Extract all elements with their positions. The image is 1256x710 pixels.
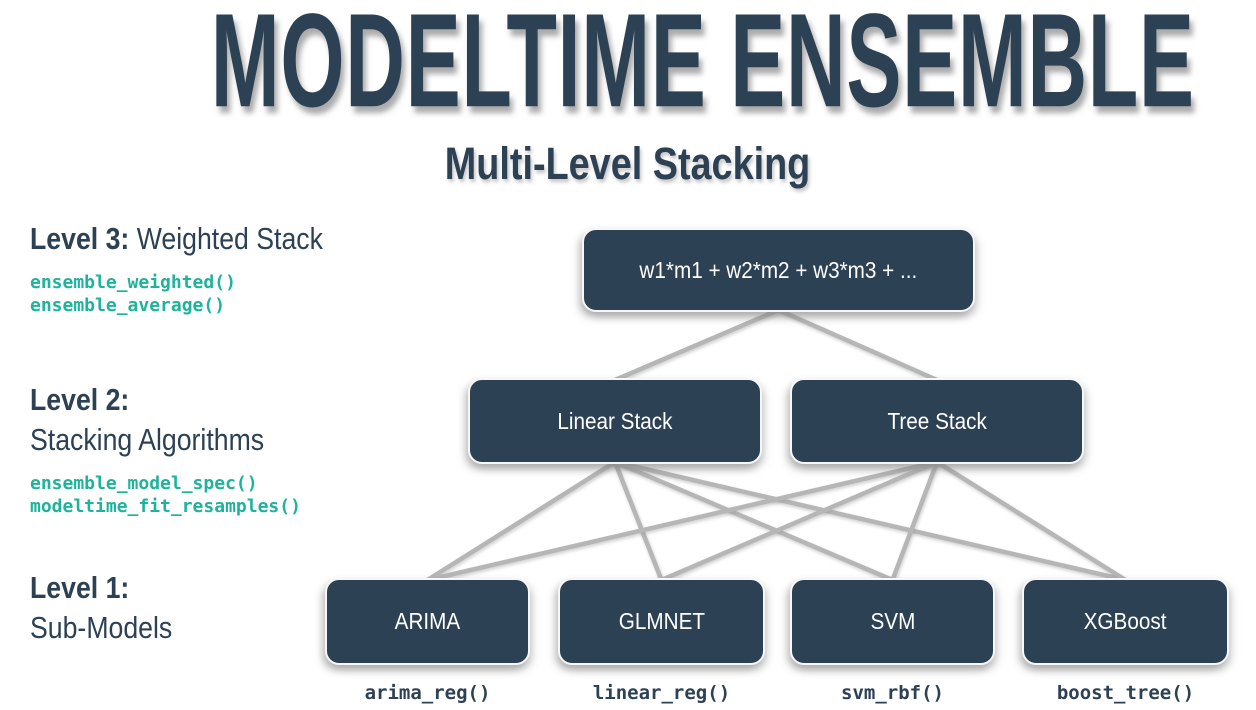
node-label-arima: ARIMA	[394, 608, 461, 634]
node-linear-stack: Linear Stack	[468, 378, 762, 464]
level-3-block: Level 3: Weighted Stack ensemble_weighte…	[30, 219, 371, 317]
level-2-label-line2: Stacking Algorithms	[30, 420, 302, 460]
level-3-label-bold: Level 3:	[30, 221, 130, 256]
fn-label-glmnet: linear_reg()	[592, 682, 731, 704]
page-title-text: MODELTIME ENSEMBLE	[210, 0, 1195, 136]
fn-label-xgboost: boost_tree()	[1056, 682, 1195, 704]
node-arima: ARIMA	[325, 578, 530, 665]
node-label-tree-stack: Tree Stack	[887, 407, 987, 434]
level-3-label: Level 3: Weighted Stack	[30, 219, 371, 259]
level-3-functions: ensemble_weighted() ensemble_average()	[30, 271, 371, 317]
level-2-label-bold: Level 2:	[30, 382, 130, 417]
level-1-label-line2: Sub-Models	[30, 608, 195, 648]
edge-tree-stack-xgboost	[934, 459, 1128, 583]
edge-weighted-stack-tree-stack	[776, 307, 940, 383]
node-svm: SVM	[790, 578, 995, 665]
edge-linear-stack-xgboost	[612, 459, 1128, 583]
edge-linear-stack-glmnet	[612, 459, 664, 583]
edge-tree-stack-glmnet	[659, 459, 940, 583]
node-xgboost: XGBoost	[1022, 578, 1229, 665]
level-1-label-rest: Sub-Models	[30, 610, 173, 645]
node-weighted-stack: w1*m1 + w2*m2 + w3*m3 + ...	[582, 228, 975, 312]
code-ensemble-weighted: ensemble_weighted()	[30, 272, 236, 293]
edge-tree-stack-arima	[425, 459, 940, 583]
node-label-glmnet: GLMNET	[618, 608, 705, 634]
node-tree-stack: Tree Stack	[790, 378, 1084, 464]
node-label-linear-stack: Linear Stack	[557, 407, 673, 434]
page-subtitle: Multi-Level Stacking	[0, 138, 1256, 190]
page-title: MODELTIME ENSEMBLE	[0, 0, 1256, 128]
node-label-weighted-stack: w1*m1 + w2*m2 + w3*m3 + ...	[639, 256, 918, 283]
level-2-label-rest: Stacking Algorithms	[30, 422, 265, 457]
code-ensemble-model-spec: ensemble_model_spec()	[30, 473, 258, 494]
edge-tree-stack-svm	[890, 459, 940, 583]
level-2-functions: ensemble_model_spec() modeltime_fit_resa…	[30, 472, 302, 518]
level-3-label-rest: Weighted Stack	[136, 221, 323, 256]
code-ensemble-average: ensemble_average()	[30, 295, 226, 316]
node-label-xgboost: XGBoost	[1084, 608, 1167, 634]
node-label-svm: SVM	[870, 608, 915, 634]
level-1-block: Level 1: Sub-Models	[30, 568, 195, 648]
level-1-label-bold: Level 1:	[30, 570, 130, 605]
edge-weighted-stack-linear-stack	[612, 307, 781, 383]
fn-label-arima: arima_reg()	[364, 682, 491, 704]
page-subtitle-text: Multi-Level Stacking	[445, 138, 811, 189]
level-2-label: Level 2:	[30, 380, 302, 420]
edge-linear-stack-svm	[612, 459, 895, 583]
level-1-label: Level 1:	[30, 568, 195, 608]
node-glmnet: GLMNET	[558, 578, 765, 665]
edge-linear-stack-arima	[425, 459, 618, 583]
level-2-block: Level 2: Stacking Algorithms ensemble_mo…	[30, 380, 302, 518]
fn-label-svm: svm_rbf()	[841, 682, 944, 704]
code-modeltime-fit-resamples: modeltime_fit_resamples()	[30, 496, 301, 517]
